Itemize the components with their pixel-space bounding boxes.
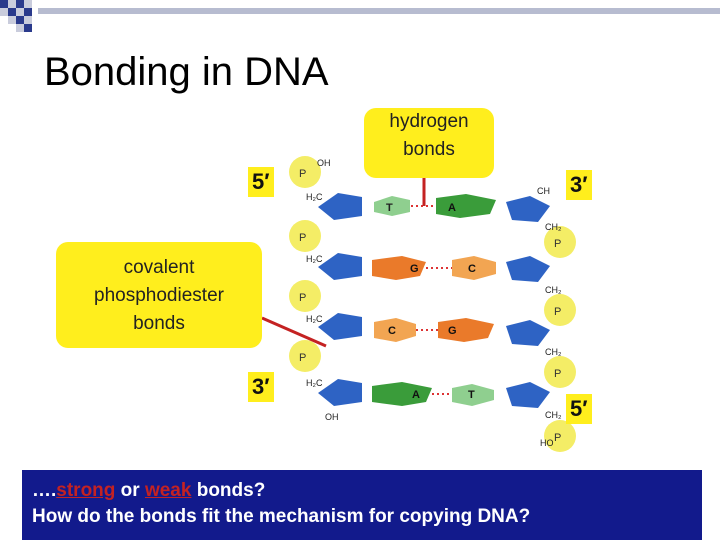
backbone-right: P P P P HO CH CH₂ CH₂ CH₂ CH₂ [506,186,576,452]
svg-text:T: T [468,389,475,401]
svg-text:A: A [448,202,456,214]
corner-decoration [0,0,720,32]
svg-text:H₂C: H₂C [306,192,323,202]
sugar-icon [506,320,550,346]
guanine-base [438,318,494,342]
svg-text:C: C [388,325,396,337]
hydrogen-bonds-callout: hydrogen bonds [364,108,494,178]
svg-text:G: G [448,325,457,337]
callout-line: covalent [123,257,195,278]
svg-text:P: P [554,368,561,380]
covalent-pointer [261,316,327,348]
callout-line: hydrogen [389,111,469,132]
svg-text:P: P [299,352,306,364]
svg-text:P: P [554,432,561,444]
phosphate-icon: P [544,294,576,326]
svg-text:G: G [410,263,419,275]
svg-text:C: C [468,263,476,275]
question-banner: ….strong or weak bonds? How do the bonds… [22,470,702,540]
question-line-2: How do the bonds fit the mechanism for c… [32,506,531,527]
end-label-3-prime-bottom: 3′ [248,372,274,402]
svg-text:CH: CH [537,186,550,196]
base-pair-row-2: G C [372,256,496,280]
phosphate-icon: P HO [540,420,576,452]
svg-text:T: T [386,202,393,214]
svg-text:CH₂: CH₂ [545,347,562,357]
backbone-left: P OH P P P H₂C H₂C H₂C H₂C OH [289,156,362,422]
svg-text:HO: HO [540,438,554,448]
sugar-icon [506,196,550,222]
adenine-base [372,382,432,406]
sugar-icon [506,382,550,408]
weak-link: weak [144,480,192,501]
phosphate-icon: P [544,356,576,388]
svg-text:H₂C: H₂C [306,378,323,388]
phosphate-icon: P [289,340,321,372]
base-pair-row-4: A T [372,382,494,406]
sugar-icon [318,379,362,406]
thymine-base [374,196,410,216]
sugar-icon [318,253,362,280]
svg-text:H₂C: H₂C [306,254,323,264]
sugar-icon [506,256,550,282]
cytosine-base [374,318,416,342]
guanine-base [372,256,426,280]
svg-text:CH₂: CH₂ [545,285,562,295]
svg-text:P: P [554,306,561,318]
question-line-1: ….strong or weak bonds? [32,480,266,501]
callout-line: bonds [403,139,455,160]
phosphate-icon: P OH [289,156,331,188]
sugar-icon [318,193,362,220]
svg-text:P: P [299,168,306,180]
end-label-5-prime-bottom: 5′ [566,394,592,424]
phosphate-icon: P [544,226,576,258]
svg-text:CH₂: CH₂ [545,222,562,232]
svg-text:P: P [299,292,306,304]
sugar-icon [318,313,362,340]
svg-text:P: P [554,238,561,250]
base-pair-row-1: T A [374,194,496,218]
covalent-bonds-callout: covalent phosphodiester bonds [56,242,262,348]
svg-text:OH: OH [317,158,331,168]
page-title: Bonding in DNA [44,50,329,94]
thymine-base [452,384,494,406]
svg-text:CH₂: CH₂ [545,410,562,420]
svg-text:OH: OH [325,412,339,422]
strong-link: strong [56,480,116,501]
base-pair-row-3: C G [374,318,494,342]
callout-line: phosphodiester [94,285,224,306]
phosphate-icon: P [289,220,321,252]
svg-text:A: A [412,389,420,401]
adenine-base [436,194,496,218]
callout-line: bonds [133,313,185,334]
svg-text:P: P [299,232,306,244]
end-label-3-prime-top: 3′ [566,170,592,200]
end-label-5-prime-top: 5′ [248,167,274,197]
phosphate-icon: P [289,280,321,312]
svg-text:H₂C: H₂C [306,314,323,324]
cytosine-base [452,256,496,280]
